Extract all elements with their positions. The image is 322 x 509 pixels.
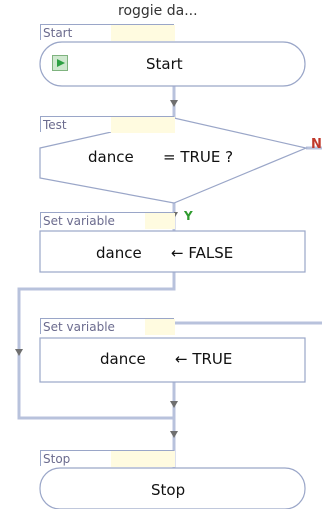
test-node-expr: = TRUE ? (163, 148, 234, 166)
no-branch-label: N (311, 137, 322, 152)
set1-node-value: ← FALSE (171, 244, 234, 262)
tag-highlight (111, 451, 175, 467)
stop-tag-label: Stop (43, 452, 71, 466)
partial-title: roggie da... (118, 4, 198, 18)
set1-node-var: dance (96, 244, 142, 262)
start-node-label: Start (146, 55, 183, 73)
set2-node-var: dance (100, 350, 146, 368)
tag-highlight (111, 25, 175, 41)
set2-node-shape[interactable] (39, 337, 306, 383)
set1-tag-label: Set variable (43, 214, 115, 228)
arrow-set2-stop-1 (170, 401, 178, 408)
test-node-var: dance (88, 148, 134, 166)
start-tag-label: Start (43, 26, 73, 40)
yes-branch-label: Y (184, 209, 193, 223)
set2-tag-label: Set variable (43, 320, 115, 334)
play-icon (52, 55, 68, 71)
arrow-loop-left (15, 349, 23, 356)
tag-highlight (145, 213, 175, 229)
tag-highlight (111, 117, 175, 133)
stop-node-shape[interactable] (39, 467, 306, 509)
test-node-tag: Test (40, 116, 175, 133)
stop-node-label: Stop (151, 481, 186, 499)
test-tag-label: Test (43, 118, 67, 132)
start-node-shape[interactable] (39, 41, 306, 87)
set1-node-tag: Set variable (40, 212, 175, 229)
stop-node-tag: Stop (40, 450, 175, 467)
connector-set1-loop (17, 272, 176, 420)
tag-highlight (145, 319, 175, 335)
set2-node-value: ← TRUE (175, 350, 233, 368)
arrow-start-test (170, 100, 178, 107)
start-node-tag: Start (40, 24, 175, 41)
set1-node-shape[interactable] (39, 230, 306, 273)
set2-node-tag: Set variable (40, 318, 175, 335)
arrow-set2-stop-2 (170, 431, 178, 438)
